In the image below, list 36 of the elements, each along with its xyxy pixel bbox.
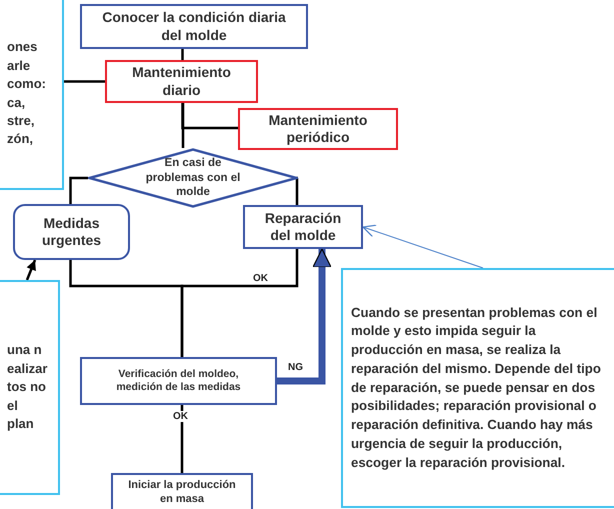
process-box xyxy=(80,4,308,49)
note-box xyxy=(0,280,60,495)
process-box xyxy=(80,357,277,405)
node-label: Medidas urgentes xyxy=(40,214,102,250)
connector-line xyxy=(181,49,184,60)
connector-line xyxy=(180,405,184,473)
node-label: En casi de problemas con el molde xyxy=(144,156,242,200)
note-text: Cuando se presentan problemas con el molde y esto impida seguir la producción en masa, se realiza la reparación del mismo. Depende del tipo de reparación, se puede pensar en dos posibilidades; reparación provisional o reparación definitiva. Cuando hay más urgencia de seguir la producción, escoger la reparación provisional. xyxy=(351,304,602,472)
action-box xyxy=(13,204,130,260)
note-text: ones arle como: ca, stre, zón, xyxy=(7,38,47,148)
connector-line xyxy=(180,249,298,357)
edge-label: OK xyxy=(252,273,269,284)
edge-label: OK xyxy=(172,411,189,422)
connector-line xyxy=(64,80,105,83)
block-arrow xyxy=(277,248,332,384)
edge-label: NG xyxy=(287,362,304,373)
connector-line xyxy=(182,103,184,148)
arrow xyxy=(26,260,36,280)
node-label: Conocer la condición diaria del molde xyxy=(101,9,287,44)
process-box xyxy=(111,473,253,509)
node-label: Reparación del molde xyxy=(264,210,342,244)
arrow xyxy=(362,224,484,268)
node-label: Iniciar la producción en masa xyxy=(127,479,237,507)
note-box xyxy=(341,268,614,508)
connector-line xyxy=(69,176,88,204)
note-text: una n ealizar tos no el plan xyxy=(7,341,48,434)
note-box xyxy=(0,0,64,190)
maintenance-box xyxy=(105,60,258,103)
node-label: Verificación del moldeo, medición de las medidas xyxy=(115,368,242,394)
connector-line xyxy=(296,176,299,205)
connector-line xyxy=(181,103,238,130)
decision-diamond xyxy=(88,148,298,208)
maintenance-box xyxy=(238,108,398,150)
node-label: Mantenimiento periódico xyxy=(268,112,368,146)
node-label: Mantenimiento diario xyxy=(131,64,232,99)
process-box xyxy=(243,205,363,249)
